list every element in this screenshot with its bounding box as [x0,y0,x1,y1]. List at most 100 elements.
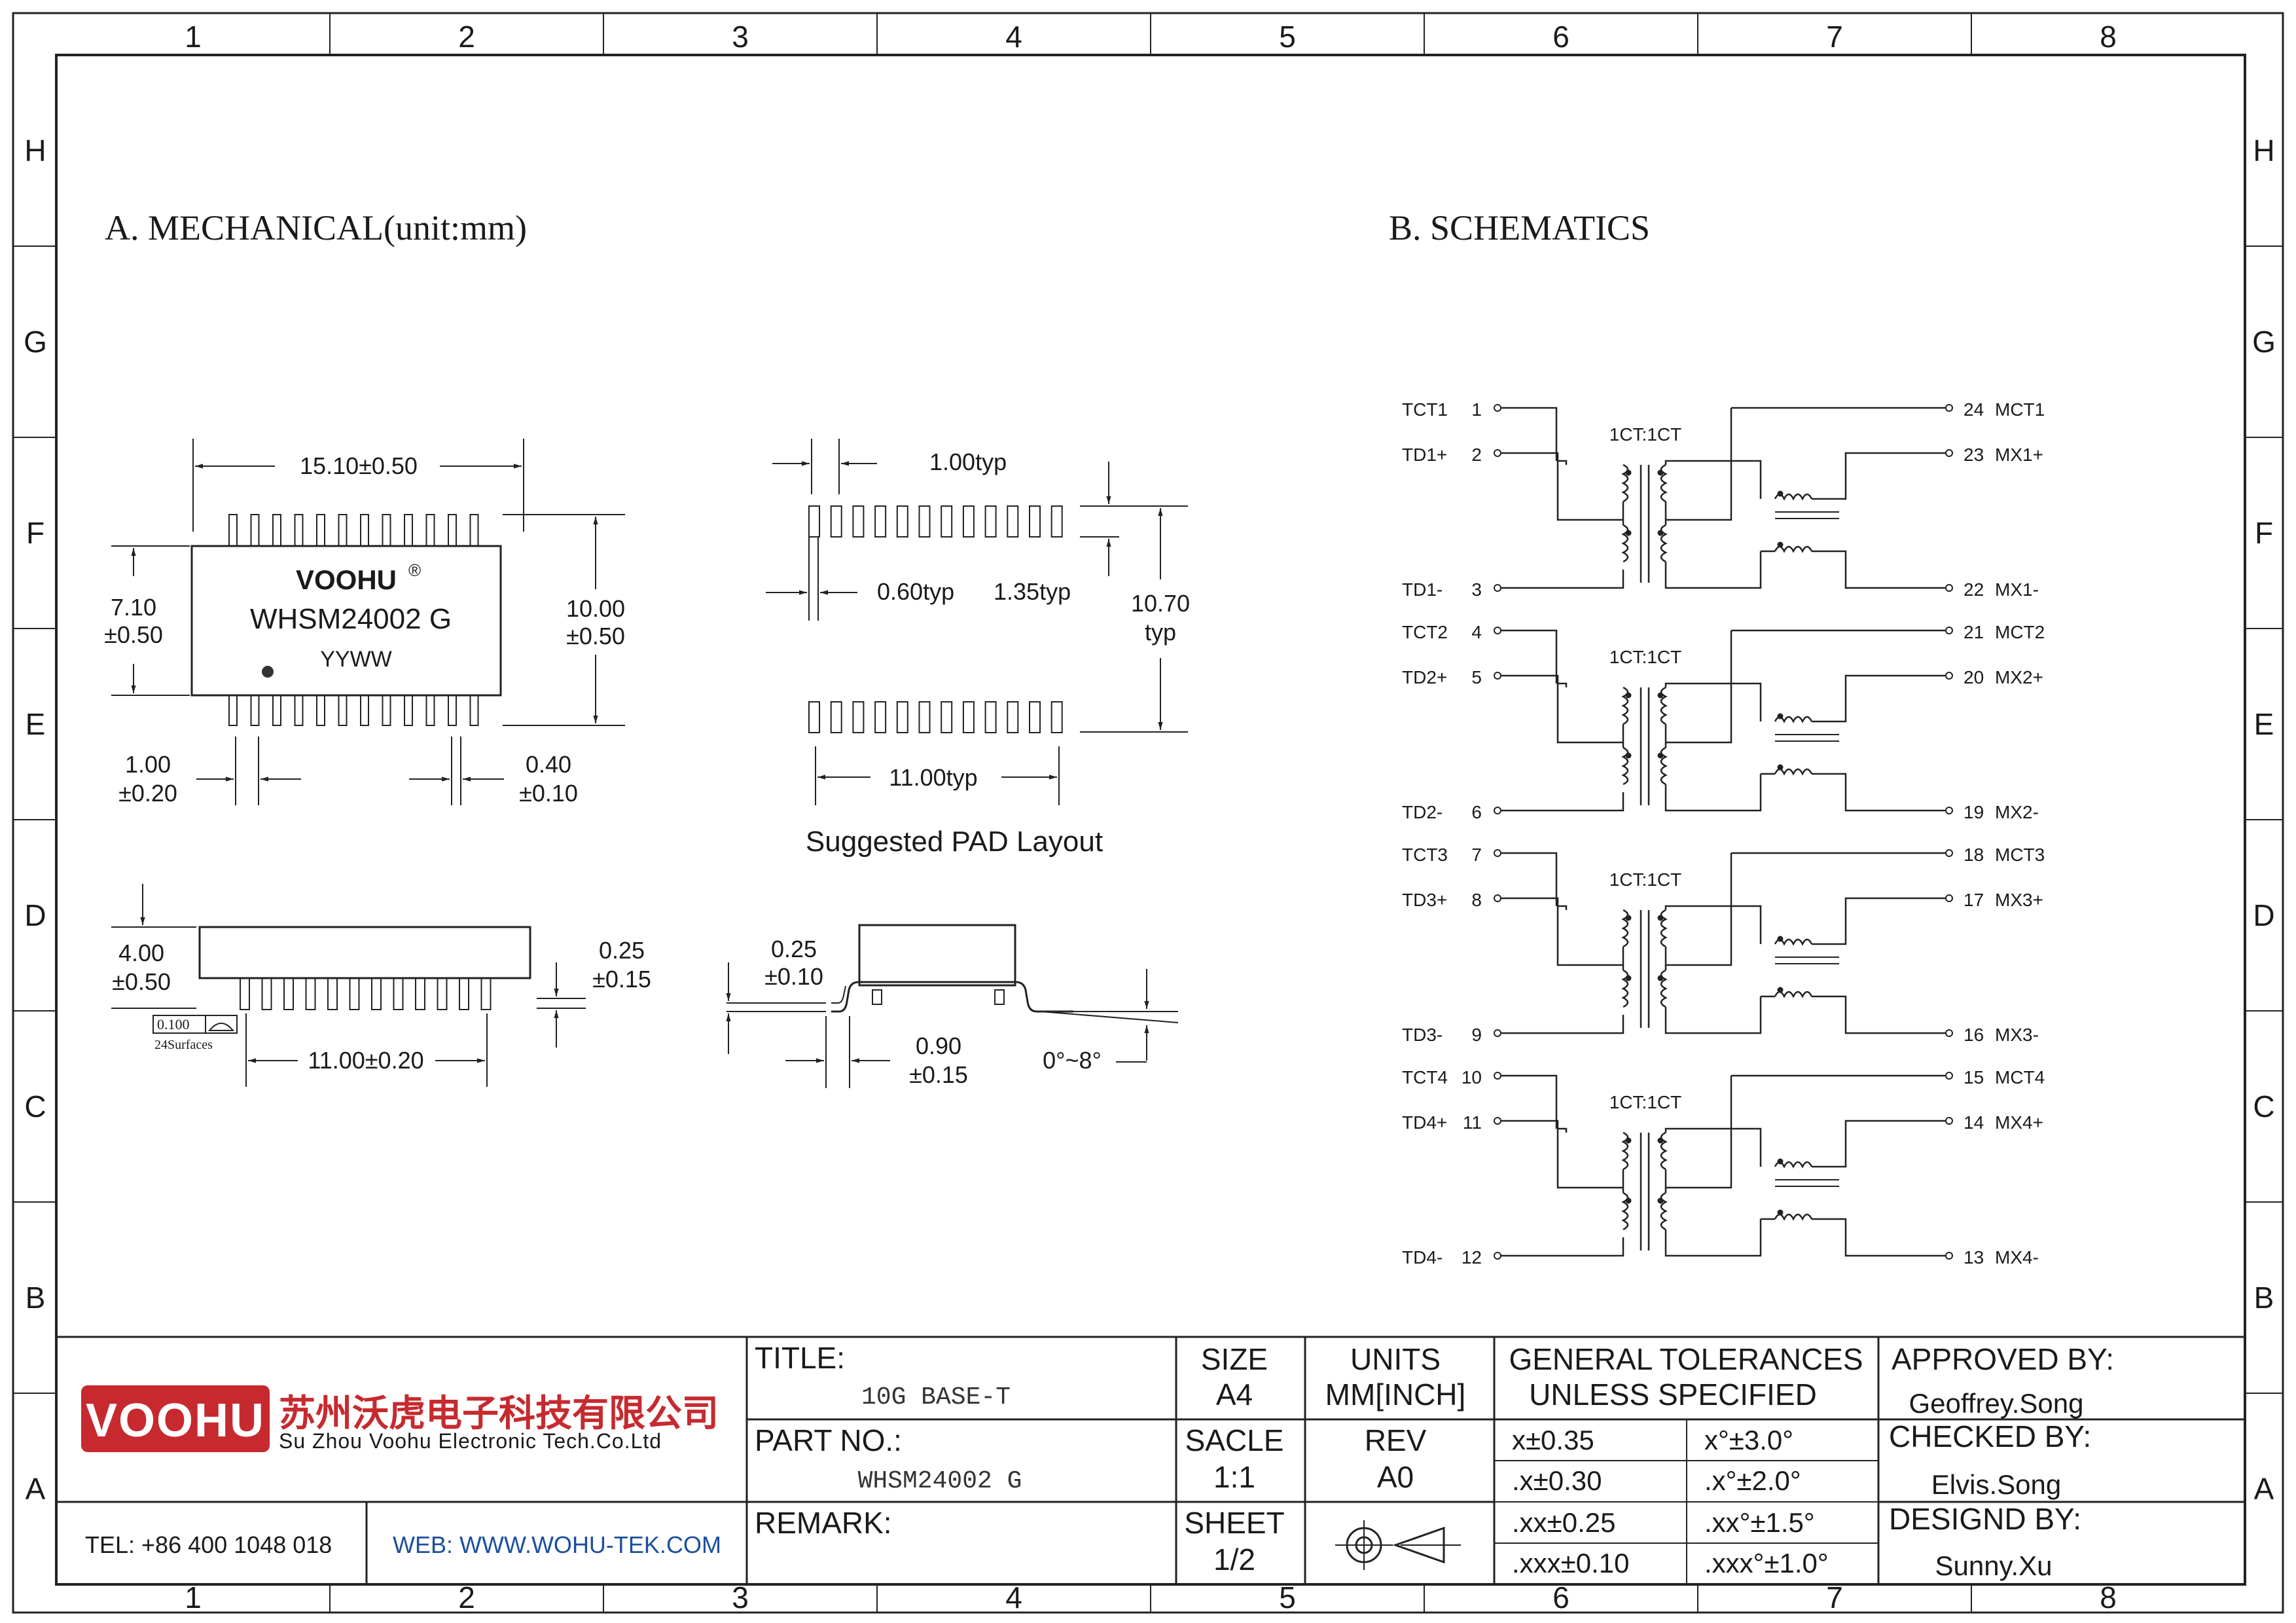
wire [1501,1237,1624,1257]
pin-label: MX3+ [1995,890,2043,910]
pad-bottom [941,701,953,733]
dim-pitch-1: 1.00 [125,751,171,778]
lead-top [469,514,479,547]
lead-bottom [228,695,238,726]
pin-terminal [1494,1117,1501,1125]
pad-bottom [1050,701,1063,733]
dim-standoff-1: 0.25 [599,937,645,964]
lead-side [393,977,404,1010]
pin1-dot [262,666,274,678]
pin-number: 8 [1471,890,1482,910]
pin-number: 6 [1471,802,1482,822]
company-web: WEB: WWW.WOHU-TEK.COM [393,1531,721,1558]
lead-side [349,977,360,1010]
pin-number: 13 [1964,1247,1984,1267]
polarity-dot [1625,530,1632,536]
lead-bottom [360,695,369,726]
dim-lead-thickness-1: 0.25 [771,936,817,962]
lead-top [316,514,325,547]
dim-pitch-2: ±0.20 [118,780,177,807]
pin-label: MCT3 [1995,845,2045,865]
lead-side [480,977,492,1010]
lead-side [283,977,294,1010]
pin-label: MX4- [1995,1247,2039,1267]
pad-top [1029,505,1041,538]
pad-layout: 1.00typ 0.60typ 1.35typ 10.70 typ 11.00t… [766,439,1190,858]
pin-terminal [1945,849,1953,857]
polarity-dot [1625,975,1632,981]
zone-row-right: A [2254,1472,2274,1506]
pin-terminal [1494,584,1501,592]
zone-row-left: E [26,707,46,741]
pin-label: TD4+ [1402,1112,1447,1133]
scale-label: SACLE [1185,1423,1284,1457]
lead-bottom [250,695,260,726]
dim-lead-span: 11.00±0.20 [308,1047,423,1074]
projection-symbol-icon [1335,1520,1461,1570]
pad-length: 1.35typ [994,578,1071,605]
zone-row-right: F [2255,516,2273,550]
polarity-dot [1777,764,1784,771]
pin-number: 20 [1964,667,1984,687]
pad-span-2: typ [1145,619,1176,646]
wire [1731,1127,1762,1167]
wire [1501,792,1624,812]
pad-top [941,505,953,538]
partno-label: PART NO.: [755,1423,902,1457]
polarity-dot [1657,692,1664,699]
pad-layout-caption: Suggested PAD Layout [806,826,1103,858]
zone-row-left: H [24,134,46,168]
wire [1664,905,1732,966]
pin-number: 12 [1462,1247,1482,1267]
pin-terminal [1945,404,1953,412]
pin-number: 23 [1964,445,1984,465]
scale-value: 1:1 [1213,1460,1255,1494]
wire [1731,460,1762,499]
polarity-dot [1777,936,1784,942]
wire [1556,684,1623,744]
wire [1664,1127,1732,1189]
transformer-ratio: 1CT:1CT [1609,647,1681,667]
lead-side [415,977,425,1010]
company-name-en: Su Zhou Voohu Electronic Tech.Co.Ltd [279,1429,662,1453]
pin-label: TCT3 [1402,845,1448,865]
zone-row-left: C [24,1089,46,1123]
zone-row-right: B [2254,1281,2274,1315]
polarity-dot [1777,1209,1784,1216]
pin-label: MX1- [1995,579,2039,600]
wire [1501,1074,1558,1129]
wire [1664,551,1762,589]
lead-side [261,977,272,1010]
choke-winding [1774,545,1813,553]
lead-top [425,514,435,547]
pad-bottom [984,701,997,733]
zone-row-right: E [2254,707,2274,741]
mechanical-heading: A. MECHANICAL(unit:mm) [105,208,527,247]
zone-row-right: H [2253,134,2274,168]
zone-col-bottom: 6 [1552,1580,1570,1614]
wire [1812,452,1946,500]
zone-row-right: D [2253,898,2274,932]
remark-label: REMARK: [755,1506,892,1540]
rev-label: REV [1365,1423,1427,1457]
side-view: 4.00 ±0.50 0.25 ±0.15 0.100 24Surfaces 1… [111,884,651,1087]
tolerance-linear: .x±0.30 [1512,1465,1602,1496]
designed-label: DESIGND BY: [1889,1502,2081,1536]
polarity-dot [1625,915,1632,921]
pin-number: 3 [1471,579,1482,600]
pin-number: 15 [1964,1067,1984,1087]
lead-top [360,514,369,547]
pad-top [874,505,887,538]
polarity-dot [1777,713,1784,720]
pin-number: 18 [1964,845,1984,865]
pin-number: 16 [1964,1025,1984,1045]
pin-number: 4 [1471,622,1482,642]
tolerance-angular: x°±3.0° [1704,1425,1793,1455]
units-label: UNITS [1350,1342,1441,1376]
wire [1812,1120,1946,1168]
pin-label: TD2+ [1402,667,1447,687]
pin-terminal [1945,1029,1953,1037]
lead-side [327,977,338,1010]
wire [1501,407,1558,461]
zone-row-right: C [2253,1089,2274,1123]
